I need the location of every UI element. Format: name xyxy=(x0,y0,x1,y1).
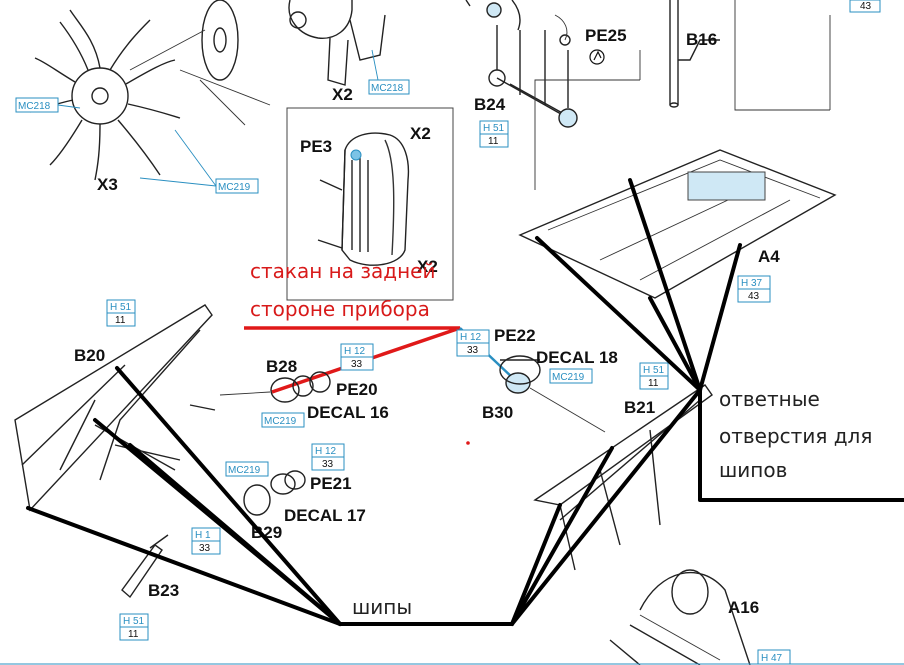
label-x2-panel-b: X2 xyxy=(417,257,438,276)
ref-h51-b20-bot: 11 xyxy=(115,315,126,326)
color-code-mc219-b30: MC219 xyxy=(552,372,585,383)
ref-h51-b24-top: H 51 xyxy=(483,123,505,134)
label-decal16: DECAL 16 xyxy=(307,403,389,422)
part-a4 xyxy=(518,0,837,299)
label-b16: B16 xyxy=(686,30,717,49)
fan-x3 xyxy=(29,0,271,181)
ref-h51-b20-top: H 51 xyxy=(110,302,132,313)
label-b30: B30 xyxy=(482,403,513,422)
label-b28: B28 xyxy=(266,357,297,376)
ref-h51-b21-bot: 11 xyxy=(648,378,659,389)
ref-h12-b30-top: H 12 xyxy=(460,332,482,343)
part-b23 xyxy=(121,534,169,599)
label-pe25: PE25 xyxy=(585,26,627,45)
label-a4: A4 xyxy=(758,247,780,266)
part-b24 xyxy=(465,0,578,128)
ref-h51-b23-top: H 51 xyxy=(123,616,145,627)
label-decal17: DECAL 17 xyxy=(284,506,366,525)
ref-h12-b29-top: H 12 xyxy=(315,446,337,457)
color-code-box xyxy=(261,412,305,428)
right-note-line1: ответные xyxy=(719,387,820,411)
label-b21: B21 xyxy=(624,398,655,417)
part-b29 xyxy=(243,470,306,516)
label-a16: A16 xyxy=(728,598,759,617)
label-b20: B20 xyxy=(74,346,105,365)
label-x3: X3 xyxy=(97,175,118,194)
ref-h51-b24-bot: 11 xyxy=(488,136,499,147)
ref-h47-top: H 47 xyxy=(761,653,783,664)
color-code-mc219-b29: MC219 xyxy=(228,465,261,476)
rotate-icon xyxy=(589,49,605,65)
label-pe3: PE3 xyxy=(300,137,332,156)
ref-h12-b28-top: H 12 xyxy=(344,346,366,357)
label-x2-top: X2 xyxy=(332,85,353,104)
label-b23: B23 xyxy=(148,581,179,600)
color-code-mc219-x3: MC219 xyxy=(218,182,251,193)
pe3-part xyxy=(317,132,410,266)
ref-top-right-bot: 43 xyxy=(860,1,872,12)
color-code-box xyxy=(549,368,593,384)
right-note-line2: отверстия для xyxy=(719,424,872,448)
ref-h51-b21-top: H 51 xyxy=(643,365,665,376)
spike-lines xyxy=(26,366,702,626)
ref-h51-b23-bot: 11 xyxy=(128,629,139,640)
ref-h37-bot: 43 xyxy=(748,291,760,302)
bottom-note: шипы xyxy=(352,595,412,619)
part-b30 xyxy=(499,355,606,433)
red-note-line1: стакан на задней xyxy=(250,259,435,283)
ref-box-top-right xyxy=(849,0,881,13)
part-b20 xyxy=(14,304,216,512)
part-a16 xyxy=(609,569,751,665)
label-x2-panel: X2 xyxy=(410,124,431,143)
ref-h12-b28-bot: 33 xyxy=(351,359,363,370)
ref-h37-top: H 37 xyxy=(741,278,763,289)
label-b24: B24 xyxy=(474,95,506,114)
part-b28 xyxy=(219,371,331,403)
color-code-mc218-left: MC218 xyxy=(18,101,51,112)
label-pe20: PE20 xyxy=(336,380,378,399)
label-pe22: PE22 xyxy=(494,326,536,345)
ref-h12-b29-bot: 33 xyxy=(322,459,334,470)
label-pe21: PE21 xyxy=(310,474,352,493)
hole-lines xyxy=(535,178,904,502)
ref-h12-b30-bot: 33 xyxy=(467,345,479,356)
figure-x2 xyxy=(288,0,386,86)
color-code-box xyxy=(368,79,410,95)
red-note-line2: стороне прибора xyxy=(250,297,430,321)
ref-h1x-b23-bot: 33 xyxy=(199,543,211,554)
part-b16 xyxy=(669,0,720,108)
color-code-mc218-x2: MC218 xyxy=(371,83,404,94)
color-code-box xyxy=(225,461,269,477)
color-code-mc219-b28: MC219 xyxy=(264,416,297,427)
right-note-line3: шипов xyxy=(719,458,787,482)
detail-panel xyxy=(286,107,454,301)
label-decal18: DECAL 18 xyxy=(536,348,618,367)
ref-h1x-b23-top: H 1 xyxy=(195,530,211,541)
